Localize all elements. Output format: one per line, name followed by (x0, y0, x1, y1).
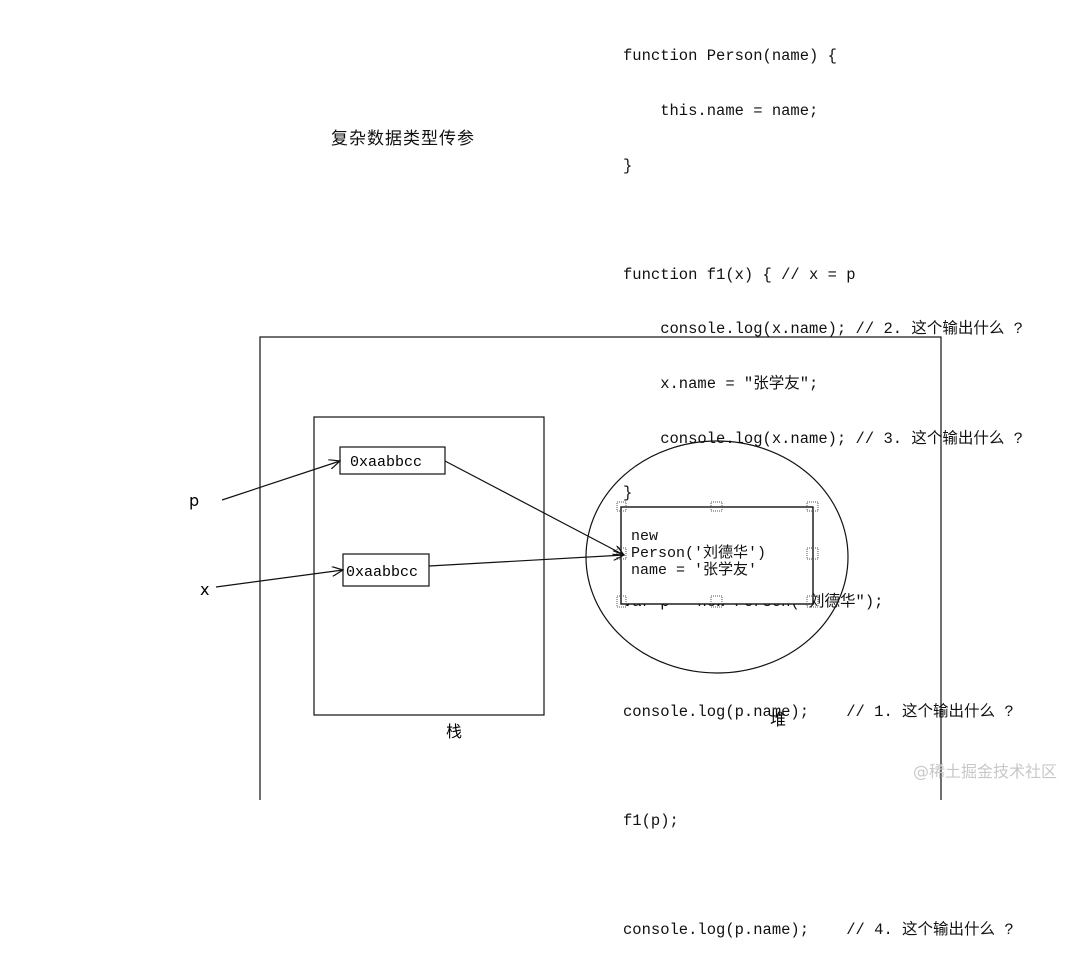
arrow-p-to-stack (221, 461, 340, 501)
variable-p-label: p (189, 491, 199, 510)
code-line: f1(p); (623, 811, 679, 830)
code-line: console.log(x.name); // 3. 这个输出什么 ? (623, 429, 1023, 448)
arrow-x-to-stack (215, 570, 343, 588)
heap-object-line: name = '张学友' (631, 562, 758, 579)
stack-label: 栈 (446, 722, 462, 741)
variable-x-label: x (200, 580, 209, 599)
memory-diagram: 0xaabbcc 0xaabbcc p x 栈 堆 (189, 336, 942, 800)
memory-frame (259, 336, 942, 800)
stack-region (313, 416, 545, 716)
code-line: console.log(p.name); // 4. 这个输出什么 ? (623, 920, 1014, 939)
diagram-title: 复杂数据类型传参 (331, 129, 475, 149)
heap-object-line: Person('刘德华') (631, 545, 767, 562)
code-line: } (623, 484, 633, 503)
address-x-text: 0xaabbcc (346, 564, 418, 581)
code-line: console.log(x.name); // 2. 这个输出什么 ? (623, 320, 1023, 339)
heap-object-box (620, 506, 814, 605)
code-line (623, 866, 1023, 884)
heap-object-line: new (631, 528, 659, 545)
code-line: function Person(name) { (623, 47, 837, 66)
code-line: console.log(p.name); // 1. 这个输出什么 ? (623, 702, 1014, 721)
code-line: x.name = "张学友"; (623, 374, 819, 393)
heap-label: 堆 (770, 710, 786, 729)
code-line: function f1(x) { // x = p (623, 265, 856, 284)
watermark: @稀土掘金技术社区 (912, 762, 1057, 781)
code-line: } (623, 156, 633, 175)
arrow-p-ref-to-heap (444, 460, 624, 555)
code-line: this.name = name; (623, 102, 819, 120)
address-box-p (339, 446, 446, 475)
heap-object-text: new Person('刘德华') name = '张学友' (631, 528, 766, 579)
address-p-text: 0xaabbcc (350, 454, 422, 471)
arrow-x-ref-to-heap (428, 555, 624, 567)
